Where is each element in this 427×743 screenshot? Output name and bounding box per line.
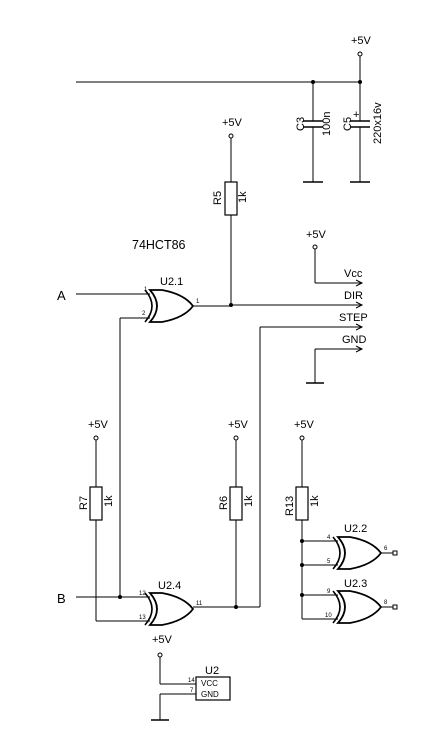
gate-u2-3-pin-b: 10 [325, 613, 332, 619]
gate-u2-4 [76, 327, 261, 626]
capacitor-c5 [350, 82, 370, 183]
r6-supply-label: +5V [228, 419, 249, 431]
gate-u2-1-ref: U2.1 [160, 276, 183, 288]
supply-label-top: +5V [351, 35, 372, 47]
resistor-r13 [295, 440, 309, 619]
capacitor-c3 [303, 82, 323, 183]
r5-supply-label: +5V [222, 117, 243, 129]
r7-value-label: 1k [103, 495, 115, 507]
gate-u2-1-pin-b: 2 [142, 311, 146, 317]
connector-supply-label: +5V [306, 229, 327, 241]
gate-u2-4-pin-out: 11 [196, 601, 203, 607]
gate-u2-2-pin-b: 5 [327, 559, 331, 565]
gate-u2-3-pin-a: 9 [327, 589, 331, 595]
step-junction [234, 605, 238, 609]
gate-u2-4-pin-b: 13 [139, 615, 146, 621]
r7-ref-label: R7 [78, 496, 90, 510]
u2-2-input-junction-b [300, 563, 304, 567]
gate-u2-2 [302, 536, 398, 570]
c3-value-label: 100n [321, 112, 333, 136]
gate-u2-1 [76, 289, 231, 597]
resistor-r5 [224, 138, 238, 305]
input-label-a: A [57, 288, 66, 303]
power-block-ref: U2 [205, 665, 219, 677]
power-block-gnd-label: GND [201, 690, 219, 699]
power-block-u2 [151, 657, 231, 721]
u2-power-supply-label: +5V [152, 634, 173, 646]
output-label-step: STEP [339, 312, 368, 324]
gate-u2-1-pin-a: 1 [144, 287, 148, 293]
c3-ref-label: C3 [295, 117, 307, 131]
c5-ref-label: C5 [342, 117, 354, 131]
gate-u2-2-pin-a: 4 [327, 535, 331, 541]
output-label-vcc: Vcc [344, 268, 363, 280]
gate-u2-3-pin-out: 8 [384, 600, 388, 606]
c5-polarity-mark: + [353, 109, 359, 121]
resistor-r6 [229, 440, 243, 607]
gate-u2-3 [302, 590, 398, 624]
gate-u2-3-ref: U2.3 [344, 578, 367, 590]
r6-ref-label: R6 [218, 496, 230, 510]
u2-power-supply-terminal [157, 652, 163, 658]
gate-u2-1-pin-out: 1 [196, 299, 200, 305]
r13-ref-label: R13 [284, 496, 296, 516]
gate-u2-4-pin-a: 12 [139, 591, 146, 597]
input-label-b: B [57, 591, 66, 606]
r5-ref-label: R5 [212, 191, 224, 205]
output-connector [231, 249, 364, 384]
u2-3-input-junction-a [300, 593, 304, 597]
output-label-gnd: GND [342, 334, 367, 346]
connector-supply-terminal [312, 244, 318, 250]
r13-supply-terminal [299, 435, 305, 441]
c5-value-label: 220x16v [372, 102, 384, 144]
r5-supply-terminal [228, 133, 234, 139]
gate-u2-2-pin-out: 6 [384, 546, 388, 552]
r7-supply-label: +5V [88, 419, 109, 431]
power-block-gnd-pin: 7 [190, 688, 194, 694]
r6-value-label: 1k [243, 495, 255, 507]
b-input-junction [118, 595, 122, 599]
r13-value-label: 1k [309, 495, 321, 507]
r7-supply-terminal [93, 435, 99, 441]
u2-2-input-junction-a [300, 539, 304, 543]
power-block-vcc-label: VCC [201, 679, 218, 688]
resistor-r7 [89, 440, 103, 621]
output-label-dir: DIR [344, 290, 363, 302]
gate-u2-2-ref: U2.2 [344, 523, 367, 535]
r13-supply-label: +5V [294, 419, 315, 431]
chip-label: 74HCT86 [132, 238, 186, 252]
r6-supply-terminal [233, 435, 239, 441]
power-block-vcc-pin: 14 [188, 678, 195, 684]
supply-rail-top [76, 51, 363, 84]
r5-value-label: 1k [237, 191, 249, 203]
gate-u2-4-ref: U2.4 [158, 580, 181, 592]
